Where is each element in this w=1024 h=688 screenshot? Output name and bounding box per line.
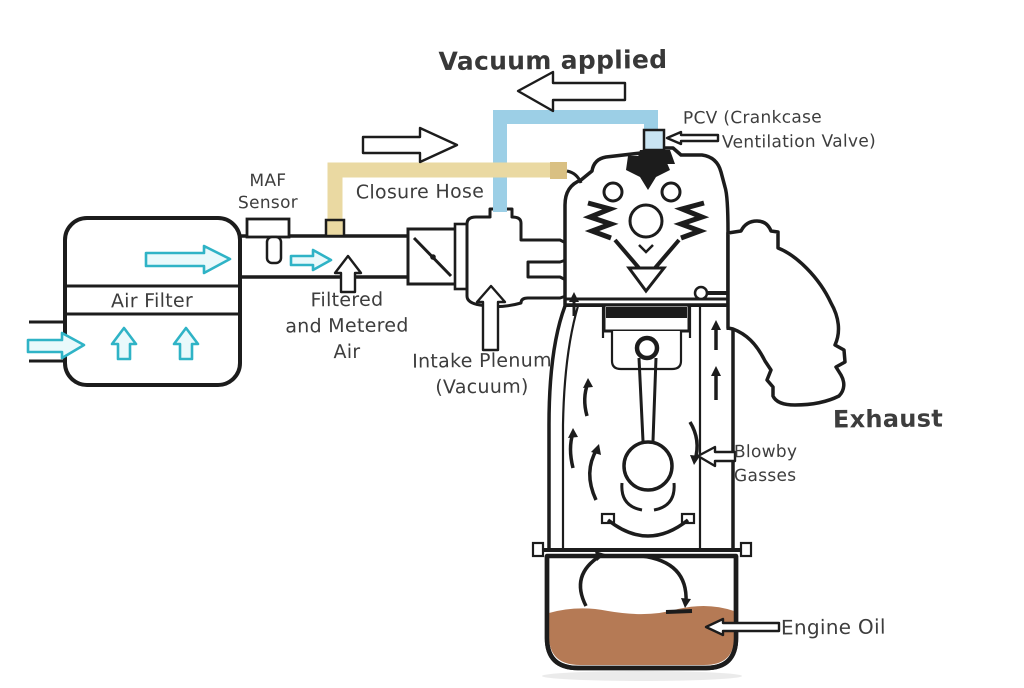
label-engine-oil: Engine Oil bbox=[780, 614, 886, 640]
label-intake-line1: Intake Plenum bbox=[412, 349, 552, 373]
wrist-pin bbox=[634, 335, 660, 361]
metered-air-arrow bbox=[289, 248, 333, 272]
label-maf-line1: MAF bbox=[249, 170, 287, 192]
maf-sensor bbox=[245, 217, 291, 265]
oil-pan bbox=[531, 541, 753, 681]
pcv-pointer-arrow bbox=[665, 130, 720, 146]
label-filtered-line1: Filtered bbox=[310, 288, 384, 312]
filtered-air-arrow bbox=[333, 254, 363, 294]
pcv-valve bbox=[636, 128, 675, 164]
label-air-filter: Air Filter bbox=[110, 289, 194, 313]
filter-top-air-arrow bbox=[144, 244, 232, 275]
plenum-vacuum-arrow bbox=[475, 284, 507, 352]
label-pcv-line2: Ventilation Valve) bbox=[721, 131, 877, 153]
crank-journal bbox=[622, 440, 674, 492]
valve-spring-right bbox=[673, 200, 710, 241]
label-closure-hose: Closure Hose bbox=[355, 180, 485, 204]
filter-up-arrow-1 bbox=[110, 326, 138, 361]
label-maf-line2: Sensor bbox=[237, 192, 299, 214]
label-blowby-line1: Blowby bbox=[733, 441, 798, 463]
closure-hose bbox=[324, 162, 567, 238]
intake-plenum bbox=[465, 207, 568, 309]
label-exhaust: Exhaust bbox=[832, 404, 944, 434]
breather-elbow bbox=[566, 169, 583, 184]
closure-hose-arrow bbox=[361, 126, 459, 164]
exhaust-pipe bbox=[726, 219, 847, 407]
engine-block bbox=[547, 292, 735, 549]
piston-rings bbox=[606, 307, 687, 318]
connecting-rod bbox=[637, 357, 658, 442]
label-filtered-line2: and Metered bbox=[285, 314, 409, 338]
label-vacuum-applied: Vacuum applied bbox=[438, 45, 668, 76]
blowby-flow-arrows bbox=[568, 292, 721, 501]
label-blowby-line2: Gasses bbox=[733, 465, 797, 487]
inlet-air-arrow bbox=[26, 331, 86, 360]
oil-splash-arrows bbox=[578, 551, 693, 614]
label-intake-line2: (Vacuum) bbox=[435, 375, 529, 399]
vacuum-applied-arrow bbox=[516, 70, 627, 113]
flow-arrows bbox=[333, 70, 781, 637]
filter-up-arrow-2 bbox=[172, 326, 200, 361]
label-pcv-line1: PCV (Crankcase bbox=[682, 107, 823, 129]
airflow-arrows bbox=[26, 244, 333, 361]
valve-spring-left bbox=[582, 200, 619, 241]
engine-head bbox=[563, 146, 730, 307]
throttle-body bbox=[406, 222, 469, 291]
engine-oil-fill bbox=[549, 605, 734, 665]
engine-oil-pointer-arrow bbox=[704, 617, 781, 637]
blowby-gasses-arrow bbox=[696, 445, 737, 468]
